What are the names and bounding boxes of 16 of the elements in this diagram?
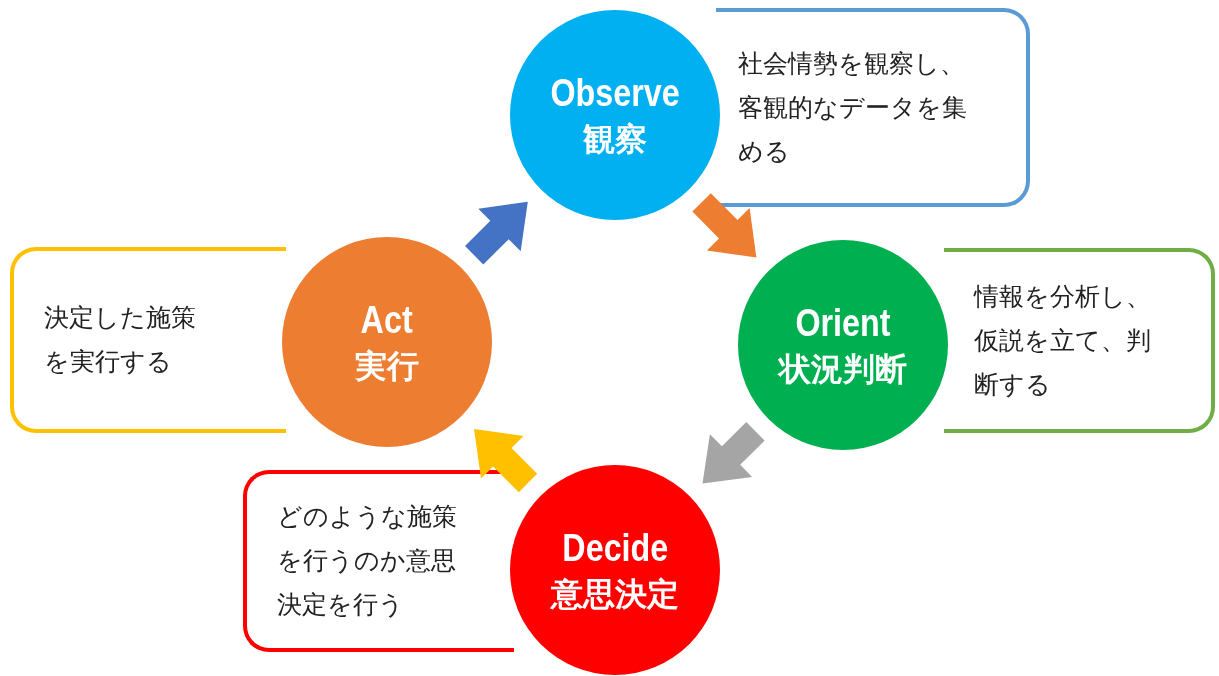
stage-title: Act — [360, 298, 413, 343]
stage-title: Decide — [562, 526, 668, 571]
stage-title: Orient — [795, 301, 891, 346]
stage-subtitle: 意思決定 — [551, 574, 679, 615]
arrow — [474, 429, 538, 493]
arrow — [465, 201, 528, 265]
arrow — [692, 193, 757, 258]
stage-subtitle: 実行 — [355, 346, 419, 387]
description-box: 決定した施策を実行する — [10, 247, 286, 433]
description-box: 情報を分析し、仮説を立て、判断する — [944, 248, 1215, 433]
stage-title: Observe — [550, 71, 680, 116]
arrow — [702, 422, 765, 484]
stage-subtitle: 観察 — [583, 119, 647, 160]
description-box: どのような施策を行うのか意思決定を行う — [243, 470, 514, 652]
description-box: 社会情勢を観察し、客観的なデータを集める — [716, 8, 1030, 207]
stage-subtitle: 状況判断 — [779, 349, 907, 390]
